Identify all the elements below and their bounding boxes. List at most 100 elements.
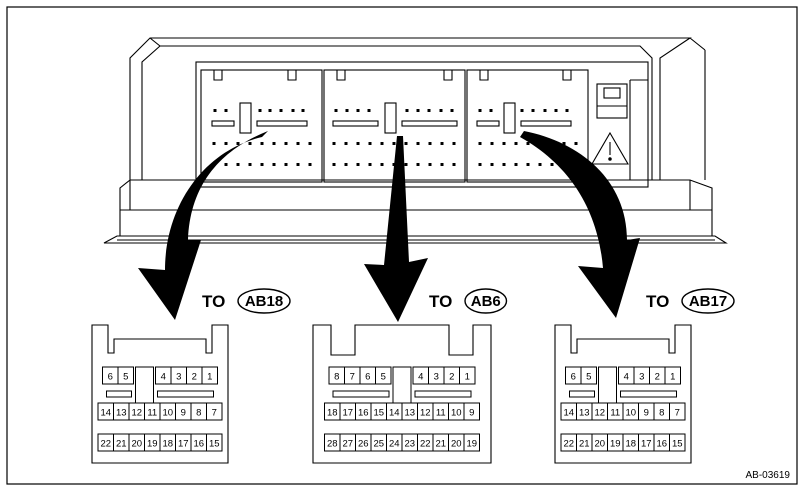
arrow-icon [520, 131, 640, 318]
pin-number: 1 [207, 372, 212, 383]
pin-number: 12 [420, 408, 431, 419]
pin-number: 28 [327, 439, 338, 450]
latch-bar [569, 390, 595, 398]
pin-number: 17 [342, 408, 353, 419]
pin-number: 19 [147, 439, 158, 450]
pin-number: 2 [449, 372, 454, 383]
pin-cell [669, 402, 686, 421]
pin-number: 4 [624, 372, 629, 383]
pin-number: 3 [176, 372, 181, 383]
pin-number: 21 [579, 439, 590, 450]
to-text: TO [202, 292, 225, 311]
connector-label: TO AB17 [646, 288, 735, 314]
latch-bar [157, 390, 214, 398]
pin-number: 20 [451, 439, 462, 450]
pin-number: 14 [389, 408, 400, 419]
pin-number: 27 [342, 439, 353, 450]
pin-number: 10 [451, 408, 462, 419]
latch-bar [620, 390, 677, 398]
pin-cell [117, 366, 134, 385]
pin-number: 10 [162, 408, 173, 419]
pin-number: 14 [100, 408, 111, 419]
pin-number: 19 [610, 439, 621, 450]
pin-number: 5 [123, 372, 128, 383]
pin-number: 3 [434, 372, 439, 383]
pin-number: 6 [571, 372, 576, 383]
pin-cell [669, 433, 686, 452]
pin-number: 9 [469, 408, 474, 419]
pin-number: 24 [389, 439, 400, 450]
pin-number: 12 [131, 408, 142, 419]
pin-number: 23 [404, 439, 415, 450]
latch-bar [106, 390, 132, 398]
label-ellipse [464, 288, 508, 314]
pin-number: 18 [625, 439, 636, 450]
figure-id: AB-03619 [746, 470, 791, 481]
pin-number: 25 [373, 439, 384, 450]
label-ellipse [237, 288, 291, 314]
pin-number: 1 [670, 372, 675, 383]
pin-number: 11 [610, 408, 620, 419]
pin-number: 19 [466, 439, 477, 450]
pin-cell [375, 366, 392, 385]
pin-number: 17 [178, 439, 189, 450]
pin-number: 13 [579, 408, 590, 419]
pin-number: 13 [116, 408, 127, 419]
pin-number: 15 [672, 439, 683, 450]
to-text: TO [429, 292, 452, 311]
pin-number: 22 [420, 439, 431, 450]
pin-number: 18 [162, 439, 173, 450]
pin-number: 11 [147, 408, 157, 419]
pin-number: 5 [586, 372, 591, 383]
to-text: TO [646, 292, 669, 311]
warning-triangle-icon [591, 131, 629, 165]
pin-number: 1 [465, 372, 470, 383]
latch-bar [332, 390, 390, 398]
pin-number: 20 [594, 439, 605, 450]
pin-number: 13 [404, 408, 415, 419]
pin-number: 15 [373, 408, 384, 419]
pin-cell [580, 366, 597, 385]
pin-number: 3 [639, 372, 644, 383]
pin-number: 8 [196, 408, 201, 419]
connector-id: AB6 [471, 293, 501, 310]
pin-number: 7 [350, 372, 355, 383]
pin-number: 15 [209, 439, 220, 450]
key-slot [392, 366, 412, 404]
connector-label: TO AB18 [202, 288, 291, 314]
pin-number: 9 [644, 408, 649, 419]
pin-cell [206, 433, 223, 452]
connector-id: AB18 [245, 293, 283, 310]
pin-number: 11 [436, 408, 446, 419]
pin-number: 5 [381, 372, 386, 383]
pin-number: 4 [418, 372, 423, 383]
pin-number: 6 [365, 372, 370, 383]
arrow-icon [364, 136, 428, 322]
pin-number: 26 [358, 439, 369, 450]
pin-number: 20 [131, 439, 142, 450]
pin-number: 16 [656, 439, 667, 450]
pin-number: 7 [675, 408, 680, 419]
pin-number: 10 [625, 408, 636, 419]
connector-id: AB17 [689, 293, 727, 310]
pin-number: 7 [212, 408, 217, 419]
pin-cell [201, 366, 218, 385]
pin-number: 2 [192, 372, 197, 383]
pin-number: 8 [659, 408, 664, 419]
latch-bar [414, 390, 472, 398]
key-slot [135, 366, 154, 404]
pin-number: 18 [327, 408, 338, 419]
pin-number: 16 [358, 408, 369, 419]
pin-cell [463, 402, 480, 421]
pin-number: 17 [641, 439, 652, 450]
connector-label: TO AB6 [429, 288, 508, 314]
pin-number: 9 [181, 408, 186, 419]
arrows [138, 131, 640, 322]
pin-number: 22 [563, 439, 574, 450]
pin-number: 8 [334, 372, 339, 383]
